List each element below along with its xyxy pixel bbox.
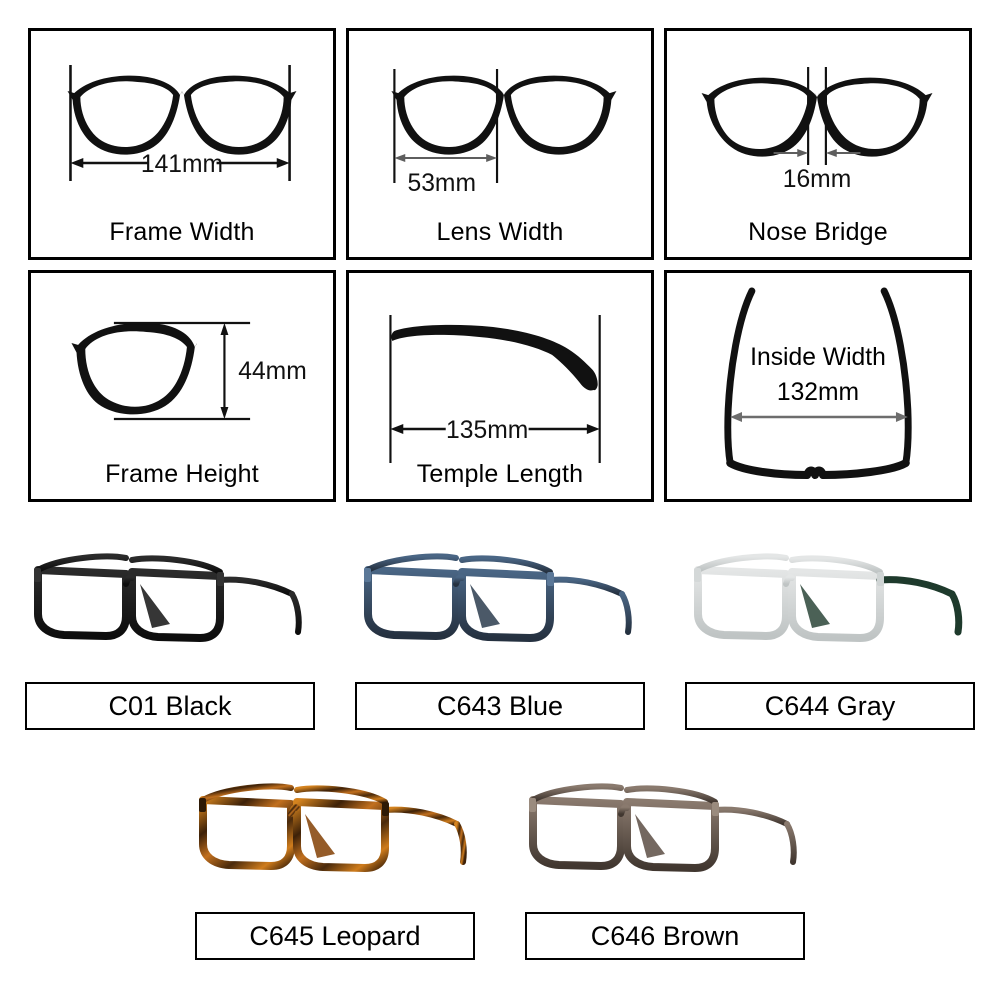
temple-length-diagram: 135mm bbox=[389, 315, 601, 463]
inside-width-diagram: Inside Width 132mm bbox=[724, 287, 912, 479]
temple-length-caption: Temple Length bbox=[416, 460, 584, 488]
glasses-photo-black bbox=[20, 528, 320, 668]
variant-c645-leopard[interactable]: C645 Leopard bbox=[170, 758, 500, 960]
variant-c646-brown[interactable]: C646 Brown bbox=[500, 758, 830, 960]
spec-panel-inside-width: Inside Width 132mm bbox=[664, 270, 972, 502]
variant-c643-blue[interactable]: C643 Blue bbox=[335, 528, 665, 730]
variant-c644-gray[interactable]: C644 Gray bbox=[665, 528, 995, 730]
glasses-photo-leopard bbox=[185, 758, 485, 898]
eyeglasses-icon bbox=[34, 553, 302, 642]
temple-length-value: 135mm bbox=[446, 417, 528, 444]
spec-panel-nose-bridge: 16mm Nose Bridge bbox=[664, 28, 972, 260]
glasses-photo-blue bbox=[350, 528, 650, 668]
variant-label-c644-gray: C644 Gray bbox=[685, 682, 975, 730]
frame-width-caption: Frame Width bbox=[109, 218, 255, 246]
eyeglasses-icon bbox=[199, 783, 467, 872]
inside-width-value: 132mm bbox=[777, 379, 859, 406]
spec-panel-temple-length: 135mm Temple Length bbox=[346, 270, 654, 502]
lens-width-caption: Lens Width bbox=[436, 218, 564, 246]
variant-label-c643-blue: C643 Blue bbox=[355, 682, 645, 730]
variant-c01-black[interactable]: C01 Black bbox=[5, 528, 335, 730]
variant-label-c01-black: C01 Black bbox=[25, 682, 315, 730]
spec-panel-frame-width: 141mm Frame Width bbox=[28, 28, 336, 260]
variant-label-c646-brown: C646 Brown bbox=[525, 912, 805, 960]
nose-bridge-caption: Nose Bridge bbox=[748, 218, 888, 246]
eyeglasses-icon bbox=[529, 783, 797, 872]
color-variants-row-1: C01 Black bbox=[0, 528, 1000, 730]
nose-bridge-diagram: 16mm bbox=[701, 67, 933, 193]
lens-width-diagram: 53mm bbox=[391, 69, 617, 197]
frame-height-caption: Frame Height bbox=[105, 460, 259, 488]
inside-width-caption: Inside Width bbox=[750, 344, 886, 371]
spec-panel-frame-height: 44mm Frame Height bbox=[28, 270, 336, 502]
measurement-panel-grid: 141mm Frame Width 53mm L bbox=[28, 28, 972, 512]
eyeglasses-icon bbox=[694, 553, 963, 642]
glasses-photo-gray bbox=[680, 528, 980, 668]
frame-height-value: 44mm bbox=[238, 358, 307, 385]
eyeglasses-icon bbox=[364, 553, 632, 642]
lens-width-value: 53mm bbox=[408, 170, 477, 197]
variant-label-c645-leopard: C645 Leopard bbox=[195, 912, 475, 960]
frame-height-diagram: 44mm bbox=[71, 321, 307, 421]
frame-width-diagram: 141mm bbox=[67, 65, 297, 181]
nose-bridge-value: 16mm bbox=[783, 166, 852, 193]
frame-width-value: 141mm bbox=[141, 151, 223, 178]
color-variants-row-2: C645 Leopard bbox=[0, 758, 1000, 960]
glasses-photo-brown bbox=[515, 758, 815, 898]
spec-panel-lens-width: 53mm Lens Width bbox=[346, 28, 654, 260]
